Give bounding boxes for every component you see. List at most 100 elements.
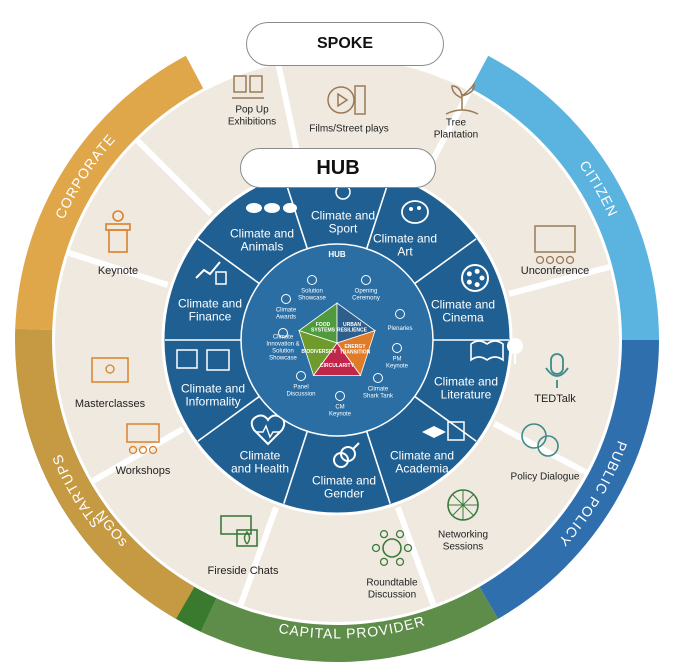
gender-icon xyxy=(333,442,360,468)
spoke-item-label: Workshops xyxy=(116,465,171,477)
screen xyxy=(91,357,129,383)
hub-divider xyxy=(365,431,391,504)
table xyxy=(382,538,402,558)
inner-item-icon xyxy=(278,328,288,338)
inner-item-icon xyxy=(373,373,383,383)
panel xyxy=(233,75,247,93)
speech xyxy=(220,515,252,535)
hole xyxy=(474,282,480,288)
hub-divider xyxy=(365,176,391,249)
hub-divider xyxy=(283,431,309,504)
ring-segment-citizen xyxy=(470,55,659,340)
person xyxy=(105,364,115,374)
stand xyxy=(545,367,569,388)
hub-divider xyxy=(197,395,260,442)
roundtable-icon xyxy=(371,529,413,567)
spoke-item-label: Policy Dialogue xyxy=(511,472,580,483)
hub-divider xyxy=(197,238,260,285)
hole xyxy=(466,271,472,277)
pentagon-label-bottom: CIRCULARITY xyxy=(320,363,355,369)
market-stall-icon xyxy=(176,349,230,371)
chat-bubbles-icon xyxy=(521,423,559,457)
inner-item-icon xyxy=(281,294,291,304)
animal xyxy=(264,203,280,213)
spoke-item: Keynote xyxy=(98,210,138,277)
biodiversity-wedge xyxy=(298,330,338,377)
hub-inner-title: HUB xyxy=(328,250,346,259)
seat xyxy=(403,543,413,553)
spoke-divider xyxy=(67,250,169,288)
animals-icon xyxy=(246,203,297,213)
male xyxy=(340,446,356,462)
network-globe-icon xyxy=(447,489,479,521)
seat xyxy=(395,529,405,539)
podium-icon xyxy=(105,210,131,253)
popup-exhibition-icon xyxy=(232,75,264,99)
mic xyxy=(550,353,564,375)
masterclass-icon xyxy=(91,357,129,383)
inner-item-icon xyxy=(395,309,405,319)
group-meeting-icon xyxy=(534,225,576,265)
strip xyxy=(354,85,366,115)
person xyxy=(535,255,545,265)
animal xyxy=(246,203,262,213)
seat xyxy=(395,557,405,567)
cap xyxy=(422,426,446,438)
spoke-divider xyxy=(135,138,214,217)
play xyxy=(337,92,349,108)
bubble xyxy=(537,435,559,457)
person xyxy=(565,255,575,265)
spoke-item: TEDTalk xyxy=(534,353,576,405)
spoke-item: Films/Street plays xyxy=(309,85,389,135)
reel xyxy=(327,86,355,114)
spoke-divider xyxy=(492,420,588,476)
tree xyxy=(507,338,523,354)
tree-plant-icon xyxy=(445,82,479,115)
person xyxy=(138,445,148,455)
hub-divider xyxy=(414,238,477,285)
hub-divider xyxy=(414,395,477,442)
sprout xyxy=(451,82,475,110)
spoke-item: Policy Dialogue xyxy=(511,423,580,483)
inner-item-icon xyxy=(335,391,345,401)
spoke-item-label: TEDTalk xyxy=(534,393,576,405)
speech xyxy=(236,529,258,547)
hole xyxy=(466,279,472,285)
seat xyxy=(379,529,389,539)
palette xyxy=(401,200,429,224)
pentagon-label-left: BIODIVERSITY xyxy=(301,349,337,355)
book-tree-icon xyxy=(470,338,523,364)
cart xyxy=(176,349,198,369)
spoke-item: Workshops xyxy=(116,423,171,477)
ring-segment-capital-provider xyxy=(200,586,498,662)
spoke-divider xyxy=(508,264,611,297)
spoke-item: Fireside Chats xyxy=(208,515,279,577)
spoke-item-label: Keynote xyxy=(98,265,138,277)
arrow xyxy=(352,442,360,450)
board xyxy=(126,423,160,443)
spoke-title: SPOKE xyxy=(246,22,444,66)
workshop-icon xyxy=(126,423,160,455)
spoke-item: Masterclasses xyxy=(75,357,146,410)
